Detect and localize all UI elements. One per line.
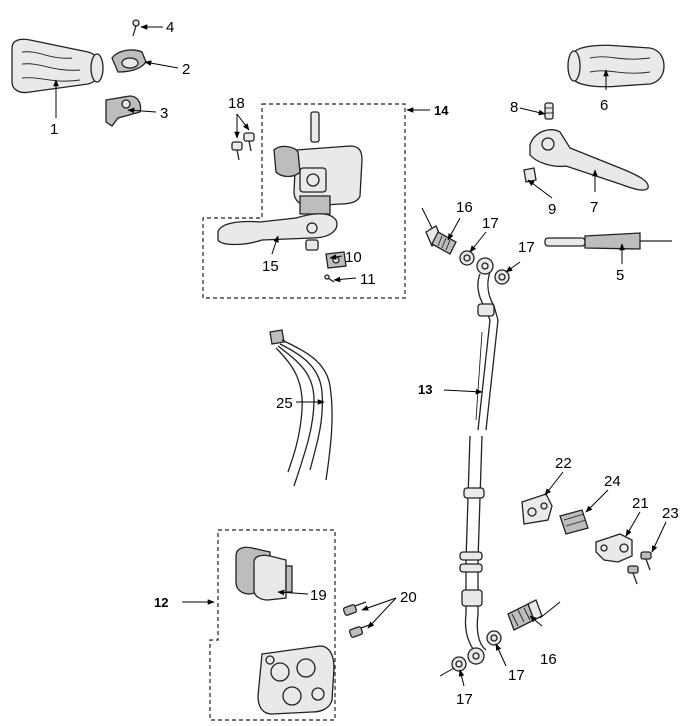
callout-1: 1 <box>50 121 58 138</box>
wire-harness-part <box>269 329 333 487</box>
callout-12: 12 <box>154 595 168 610</box>
brake-pads-part <box>235 546 293 601</box>
assembly-box-14 <box>202 103 406 299</box>
assembly-box-12 <box>209 529 336 721</box>
callout-20: 20 <box>400 589 417 606</box>
callout-19: 19 <box>310 587 327 604</box>
banjo-bolt-lower-part <box>507 599 543 631</box>
callout-8: 8 <box>510 99 518 116</box>
brake-lever-part <box>217 213 338 251</box>
callout-17-upper-left: 17 <box>482 215 499 232</box>
callout-11: 11 <box>360 271 376 288</box>
screw-part-4 <box>132 19 140 37</box>
left-grip-part <box>11 38 104 94</box>
callout-17-lower-left: 17 <box>456 691 473 708</box>
callout-14: 14 <box>434 103 449 118</box>
callout-16-lower: 16 <box>540 651 557 668</box>
callout-4: 4 <box>166 19 174 36</box>
washer-upper-right-part <box>494 269 510 285</box>
callout-labels: 1 2 3 4 5 6 7 8 9 10 11 12 13 14 15 16 1… <box>50 19 679 708</box>
callout-24: 24 <box>604 473 621 490</box>
right-grip-part <box>567 44 665 88</box>
clutch-lever-part <box>523 129 649 191</box>
washer-lower-right-part <box>486 630 502 646</box>
callout-9: 9 <box>548 201 556 218</box>
callout-17-lower-right: 17 <box>508 667 525 684</box>
screw-part-11 <box>324 274 335 283</box>
adjuster-screw-part <box>544 102 554 120</box>
clamp-part-10 <box>325 251 347 269</box>
callout-17-upper-right: 17 <box>518 239 535 256</box>
switch-housing-part <box>105 95 142 127</box>
master-cylinder-part <box>273 111 363 215</box>
throttle-housing-part <box>111 49 147 73</box>
leader-lines <box>53 24 667 687</box>
brake-hose-part <box>459 257 499 665</box>
clutch-cable-part <box>544 232 672 250</box>
callout-5: 5 <box>616 267 624 284</box>
bolt-part-23 <box>627 551 652 585</box>
washer-upper-left-part <box>459 250 475 266</box>
banjo-bolt-upper-part <box>425 225 457 255</box>
callout-18: 18 <box>228 95 245 112</box>
bracket-part-21 <box>595 533 633 563</box>
callout-2: 2 <box>182 61 190 78</box>
bracket-part-22 <box>521 493 553 525</box>
screw-part-18 <box>231 132 255 161</box>
callout-3: 3 <box>160 105 168 122</box>
bolt-part-20 <box>342 601 373 638</box>
callout-10: 10 <box>345 249 362 266</box>
callout-23: 23 <box>662 505 679 522</box>
callout-13: 13 <box>418 382 432 397</box>
callout-25: 25 <box>276 395 293 412</box>
callout-22: 22 <box>555 455 572 472</box>
callout-7: 7 <box>590 199 598 216</box>
washer-lower-left-part <box>451 656 467 672</box>
callout-15: 15 <box>262 258 279 275</box>
callout-21: 21 <box>632 495 649 512</box>
caliper-body-part <box>257 645 335 715</box>
callout-6: 6 <box>600 97 608 114</box>
callout-16-upper: 16 <box>456 199 473 216</box>
pad-part-24 <box>559 509 589 535</box>
